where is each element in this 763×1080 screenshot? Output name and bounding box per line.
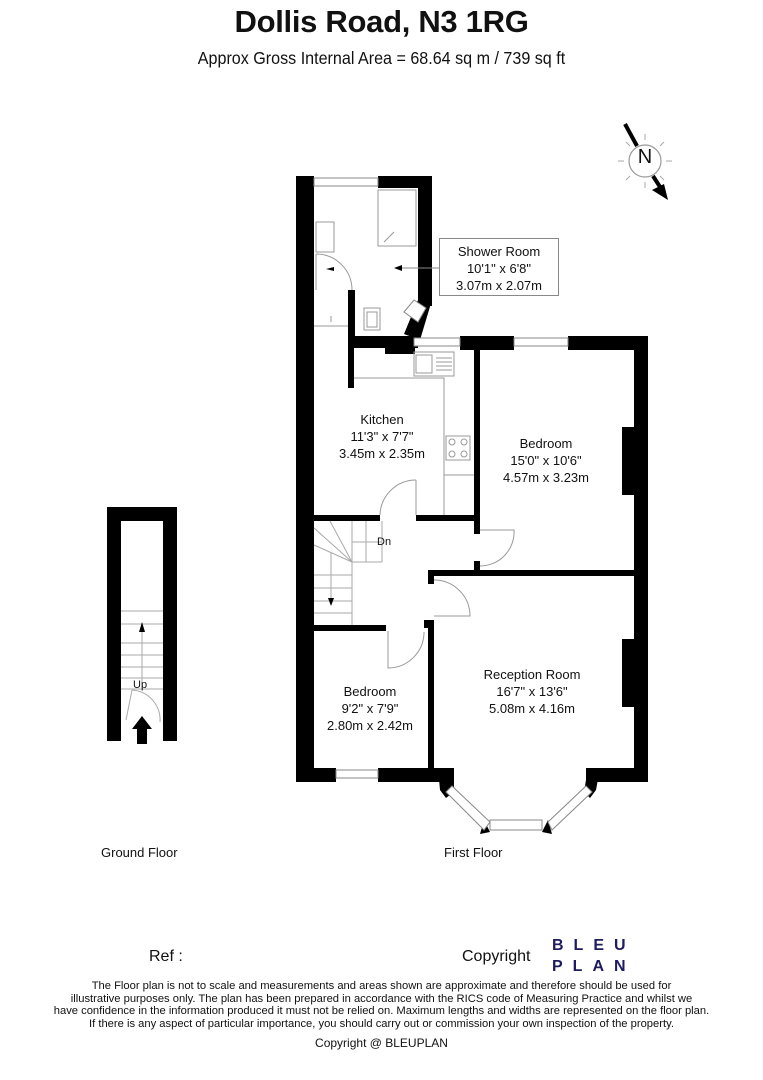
ground-floor-stairwell [107,507,177,744]
entrance-arrow-icon [132,716,152,744]
room-metric: 3.07m x 2.07m [456,278,542,293]
shower-room-label: Shower Room 10'1" x 6'8" 3.07m x 2.07m [439,238,559,296]
room-imperial: 16'7" x 13'6" [496,684,568,699]
disclaimer-line: If there is any aspect of particular imp… [89,1017,674,1030]
room-name: Reception Room [483,667,581,682]
room-metric: 2.80m x 2.42m [327,718,413,733]
room-metric: 4.57m x 3.23m [503,470,589,485]
room-name: Kitchen [360,412,404,427]
kitchen-fixtures [354,351,515,669]
logo-line-2: PLAN [552,958,636,975]
ref-label: Ref : [149,948,183,965]
stairs-up-label: Up [133,679,148,691]
room-name: Bedroom [343,684,397,699]
ground-floor-label: Ground Floor [101,845,178,860]
disclaimer-text: The Floor plan is not to scale and measu… [0,980,763,1030]
page-title: Dollis Road, N3 1RG [234,4,529,39]
copyright-footer: Copyright @ BLEUPLAN [315,1036,448,1050]
bleuplan-logo: BLEU PLAN [552,935,636,977]
staircase-first-floor[interactable] [313,520,383,625]
room-name: Bedroom [519,436,573,451]
copyright-label: Copyright [462,948,531,965]
room-imperial: 11'3" x 7'7" [350,429,414,444]
bedroom-2-label: Bedroom 9'2" x 7'9" 2.80m x 2.42m [310,683,430,734]
north-arrow-icon [618,123,672,200]
kitchen-label: Kitchen 11'3" x 7'7" 3.45m x 2.35m [322,411,442,462]
bedroom-1-label: Bedroom 15'0" x 10'6" 4.57m x 3.23m [486,435,606,486]
bathroom-fixtures [314,189,417,331]
area-subtitle: Approx Gross Internal Area = 68.64 sq m … [197,48,566,68]
room-name: Shower Room [457,244,541,259]
first-floor-label: First Floor [444,845,503,860]
stairs-down-label: Dn [377,536,392,548]
room-metric: 3.45m x 2.35m [339,446,425,461]
first-floor-windows [313,177,593,831]
disclaimer-line: illustrative purposes only. The plan has… [70,992,693,1005]
disclaimer-line: have confidence in the information produ… [53,1005,710,1018]
compass-n-label: N [637,146,653,168]
disclaimer-line: The Floor plan is not to scale and measu… [91,980,672,992]
room-imperial: 15'0" x 10'6" [510,453,582,468]
logo-line-1: BLEU [552,937,636,954]
reception-room-label: Reception Room 16'7" x 13'6" 5.08m x 4.1… [462,666,602,717]
room-metric: 5.08m x 4.16m [489,701,575,716]
room-imperial: 10'1" x 6'8" [466,261,532,276]
room-imperial: 9'2" x 7'9" [341,701,399,716]
